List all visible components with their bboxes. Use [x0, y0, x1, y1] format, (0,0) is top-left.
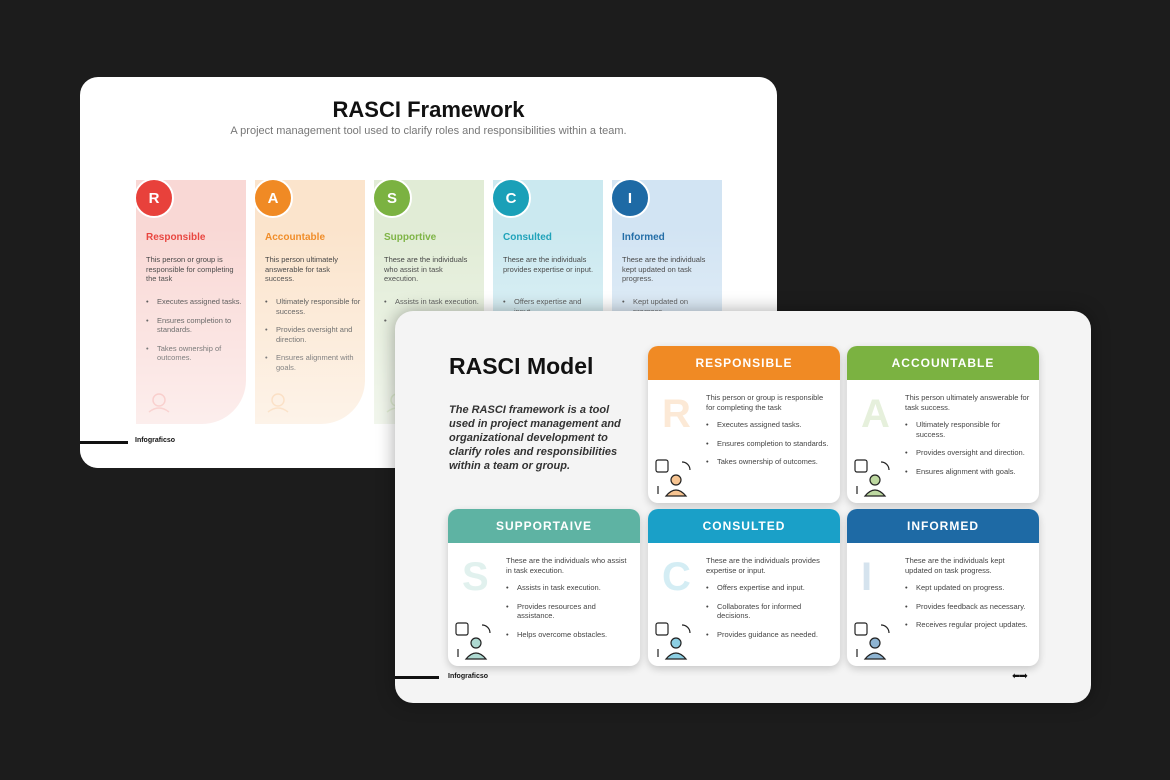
card-points: Offers expertise and input. Collaborates … — [706, 583, 832, 648]
footer-line — [395, 676, 439, 679]
column-description: This person or group is responsible for … — [146, 255, 234, 283]
card-watermark-letter: S — [462, 555, 489, 599]
list-item: Collaborates for informed decisions. — [706, 602, 832, 621]
back-slide-subtitle: A project management tool used to clarif… — [230, 125, 627, 137]
list-item: Ultimately responsible for success. — [265, 297, 361, 316]
card-watermark-letter: A — [861, 392, 890, 436]
model-title: RASCI Model — [449, 353, 594, 379]
letter-badge: A — [253, 178, 293, 218]
card-header: INFORMED — [847, 509, 1039, 543]
back-slide-title: RASCI Framework — [332, 97, 525, 122]
card-description: This person ultimately answerable for ta… — [905, 393, 1030, 412]
column-name: Accountable — [265, 232, 326, 243]
list-item: Takes ownership of outcomes. — [146, 344, 242, 363]
rasci-card-consulted: CONSULTED C These are the individuals prov… — [648, 509, 840, 666]
rasci-card-supportaive: SUPPORTAIVE S These are the individuals wh… — [448, 509, 640, 666]
column-description: These are the individuals kept updated o… — [622, 255, 706, 283]
card-points: Kept updated on progress. Provides feedba… — [905, 583, 1031, 639]
column-name: Supportive — [384, 232, 437, 243]
letter-badge: C — [491, 178, 531, 218]
card-header: SUPPORTAIVE — [448, 509, 640, 543]
column-name: Consulted — [503, 232, 552, 243]
list-item: Helps overcome obstacles. — [506, 630, 632, 640]
list-item: Kept updated on progress. — [905, 583, 1031, 593]
list-item: Assists in task execution. — [384, 297, 480, 307]
footer-brand: Infograficso — [448, 673, 489, 680]
card-watermark-letter: C — [662, 555, 691, 599]
column-description: These are the individuals provides exper… — [503, 255, 594, 274]
checklist-person-icon — [854, 459, 890, 497]
list-item: Provides resources and assistance. — [506, 602, 632, 621]
letter-badge: I — [610, 178, 650, 218]
card-watermark-letter: I — [861, 555, 873, 599]
list-item: Ensures completion to standards. — [146, 316, 242, 335]
list-item: Ensures alignment with goals. — [905, 467, 1031, 477]
letter-badge: R — [134, 178, 174, 218]
list-item: Provides oversight and direction. — [265, 325, 361, 344]
list-item: Offers expertise and input. — [706, 583, 832, 593]
column-name: Informed — [622, 232, 665, 243]
card-watermark-letter: R — [662, 392, 691, 436]
gear-hand-icon — [148, 393, 170, 413]
gear-person-icon — [455, 622, 491, 660]
front-slide: RASCI Model The RASCI framework is a too… — [395, 311, 1091, 703]
list-item: Ultimately responsible for success. — [905, 420, 1031, 439]
list-item: Assists in task execution. — [506, 583, 632, 593]
card-description: This person or group is responsible for … — [706, 393, 824, 412]
list-item: Takes ownership of outcomes. — [706, 457, 832, 467]
column-description: This person ultimately answerable for ta… — [265, 255, 338, 283]
model-description: The RASCI framework is a tool used in pr… — [449, 404, 621, 472]
footer-line — [80, 441, 128, 444]
column-points: Ultimately responsible for success. Provi… — [265, 297, 361, 381]
card-header: CONSULTED — [648, 509, 840, 543]
column-points: Executes assigned tasks. Ensures completi… — [146, 297, 242, 372]
list-item: Ensures completion to standards. — [706, 439, 832, 449]
card-points: Assists in task execution. Provides resou… — [506, 583, 632, 648]
list-item: Executes assigned tasks. — [146, 297, 242, 307]
list-item: Provides feedback as necessary. — [905, 602, 1031, 612]
card-header: ACCOUNTABLE — [847, 346, 1039, 380]
column-name: Responsible — [146, 232, 206, 243]
card-description: These are the individuals who assist in … — [506, 556, 627, 575]
card-points: Ultimately responsible for success. Provi… — [905, 420, 1031, 485]
rasci-card-responsible: RESPONSIBLE R This person or group is resp… — [648, 346, 840, 503]
chat-person-icon — [655, 622, 691, 660]
gear-check-person-icon — [655, 459, 691, 497]
rasci-card-informed: INFORMED I These are the individuals kept … — [847, 509, 1039, 666]
list-item: Provides guidance as needed. — [706, 630, 832, 640]
column-description: These are the individuals who assist in … — [384, 255, 468, 283]
checklist-icon — [267, 393, 289, 413]
footer-brand: Infograficso — [135, 437, 176, 444]
letter-badge: S — [372, 178, 412, 218]
nav-arrows-icon[interactable]: ⬅➡ — [1012, 671, 1028, 682]
list-item: Receives regular project updates. — [905, 620, 1031, 630]
info-person-icon — [854, 622, 890, 660]
rasci-card-accountable: ACCOUNTABLE A This person ultimately answe… — [847, 346, 1039, 503]
list-item: Ensures alignment with goals. — [265, 353, 361, 372]
card-description: These are the individuals provides exper… — [706, 556, 820, 575]
list-item: Provides oversight and direction. — [905, 448, 1031, 458]
card-header: RESPONSIBLE — [648, 346, 840, 380]
list-item: Executes assigned tasks. — [706, 420, 832, 430]
card-points: Executes assigned tasks. Ensures completi… — [706, 420, 832, 476]
card-description: These are the individuals kept updated o… — [905, 556, 1005, 575]
